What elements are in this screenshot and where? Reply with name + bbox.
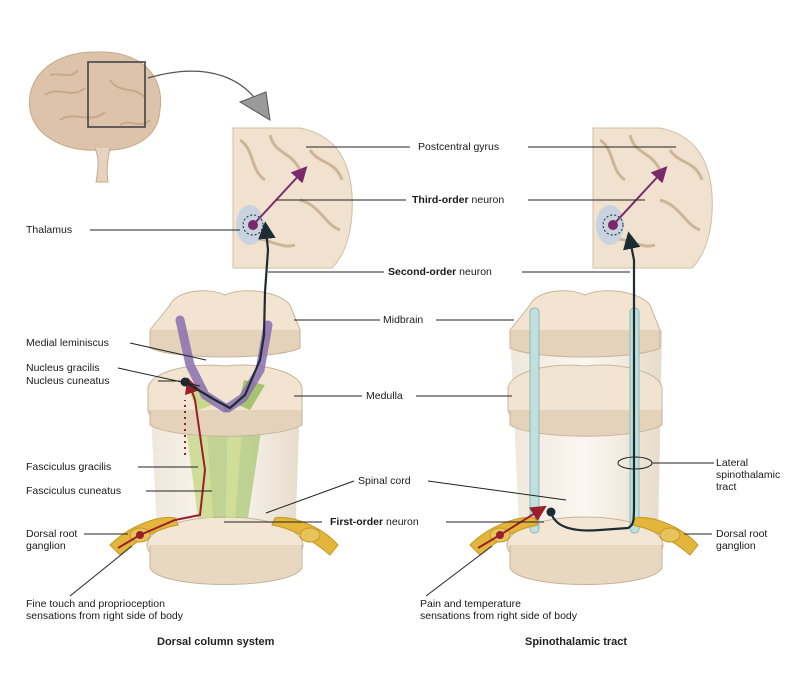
label-medial-lemniscus: Medial leminiscus [26,337,109,349]
dorsal-pathway-neurons [117,166,308,549]
label-medulla: Medulla [366,390,403,402]
cortex-section-left [232,127,353,269]
label-pain-temp-line2: sensations from right side of body [420,610,577,622]
label-fasciculus-gracilis: Fasciculus gracilis [26,461,112,473]
label-drg-right-line2: ganglion [716,540,756,552]
label-second-order-bold: Second-order [388,266,457,278]
label-third-order-bold: Third-order [412,194,469,206]
label-drg-left-line2: ganglion [26,540,66,552]
label-spinal-cord: Spinal cord [358,475,411,487]
label-pain-temp-line1: Pain and temperature [420,598,521,610]
label-postcentral-gyrus: Postcentral gyrus [418,141,500,153]
label-pain-temperature: Pain and temperature sensations from rig… [420,598,577,622]
label-lateral-spinothalamic-tract: Lateral spinothalamic tract [716,457,780,493]
dorsal-root-ganglion-right [469,516,699,556]
zoom-arrow-icon [147,70,271,121]
whole-brain-icon [28,51,162,183]
caption-dorsal-column-system: Dorsal column system [157,636,275,648]
label-drg-right-line1: Dorsal root [716,528,768,540]
label-drg-left-line1: Dorsal root [26,528,78,540]
label-lateral-line1: Lateral [716,457,749,469]
label-third-order-neuron: Third-order neuron [412,194,504,206]
label-fine-touch-line2: sensations from right side of body [26,610,183,622]
label-lateral-line3: tract [716,481,737,493]
spinal-column-left [146,290,304,585]
label-thalamus: Thalamus [26,224,73,236]
label-nucleus-gracilis: Nucleus gracilis [26,362,100,374]
leader-lines [69,146,714,597]
label-nucleus-cuneatus: Nucleus cuneatus [26,375,110,387]
label-midbrain: Midbrain [383,314,424,326]
label-lateral-line2: spinothalamic [716,469,781,481]
label-second-order-neuron: Second-order neuron [388,266,492,278]
label-fine-touch-line1: Fine touch and proprioception [26,598,165,610]
cortex-section-right [592,127,713,269]
caption-spinothalamic-tract: Spinothalamic tract [525,636,628,648]
label-first-order-neuron: First-order neuron [330,516,419,528]
label-first-order-rest: neuron [383,516,419,528]
label-second-order-rest: neuron [456,266,492,278]
spinothalamic-neurons [477,166,668,549]
label-fasciculus-cuneatus: Fasciculus cuneatus [26,485,122,497]
label-dorsal-root-ganglion-left: Dorsal root ganglion [26,528,77,552]
label-third-order-rest: neuron [468,194,505,206]
label-fine-touch: Fine touch and proprioception sensations… [26,598,183,622]
spinal-column-right [506,290,664,585]
label-dorsal-root-ganglion-right: Dorsal root ganglion [716,528,767,552]
label-first-order-bold: First-order [330,516,384,528]
